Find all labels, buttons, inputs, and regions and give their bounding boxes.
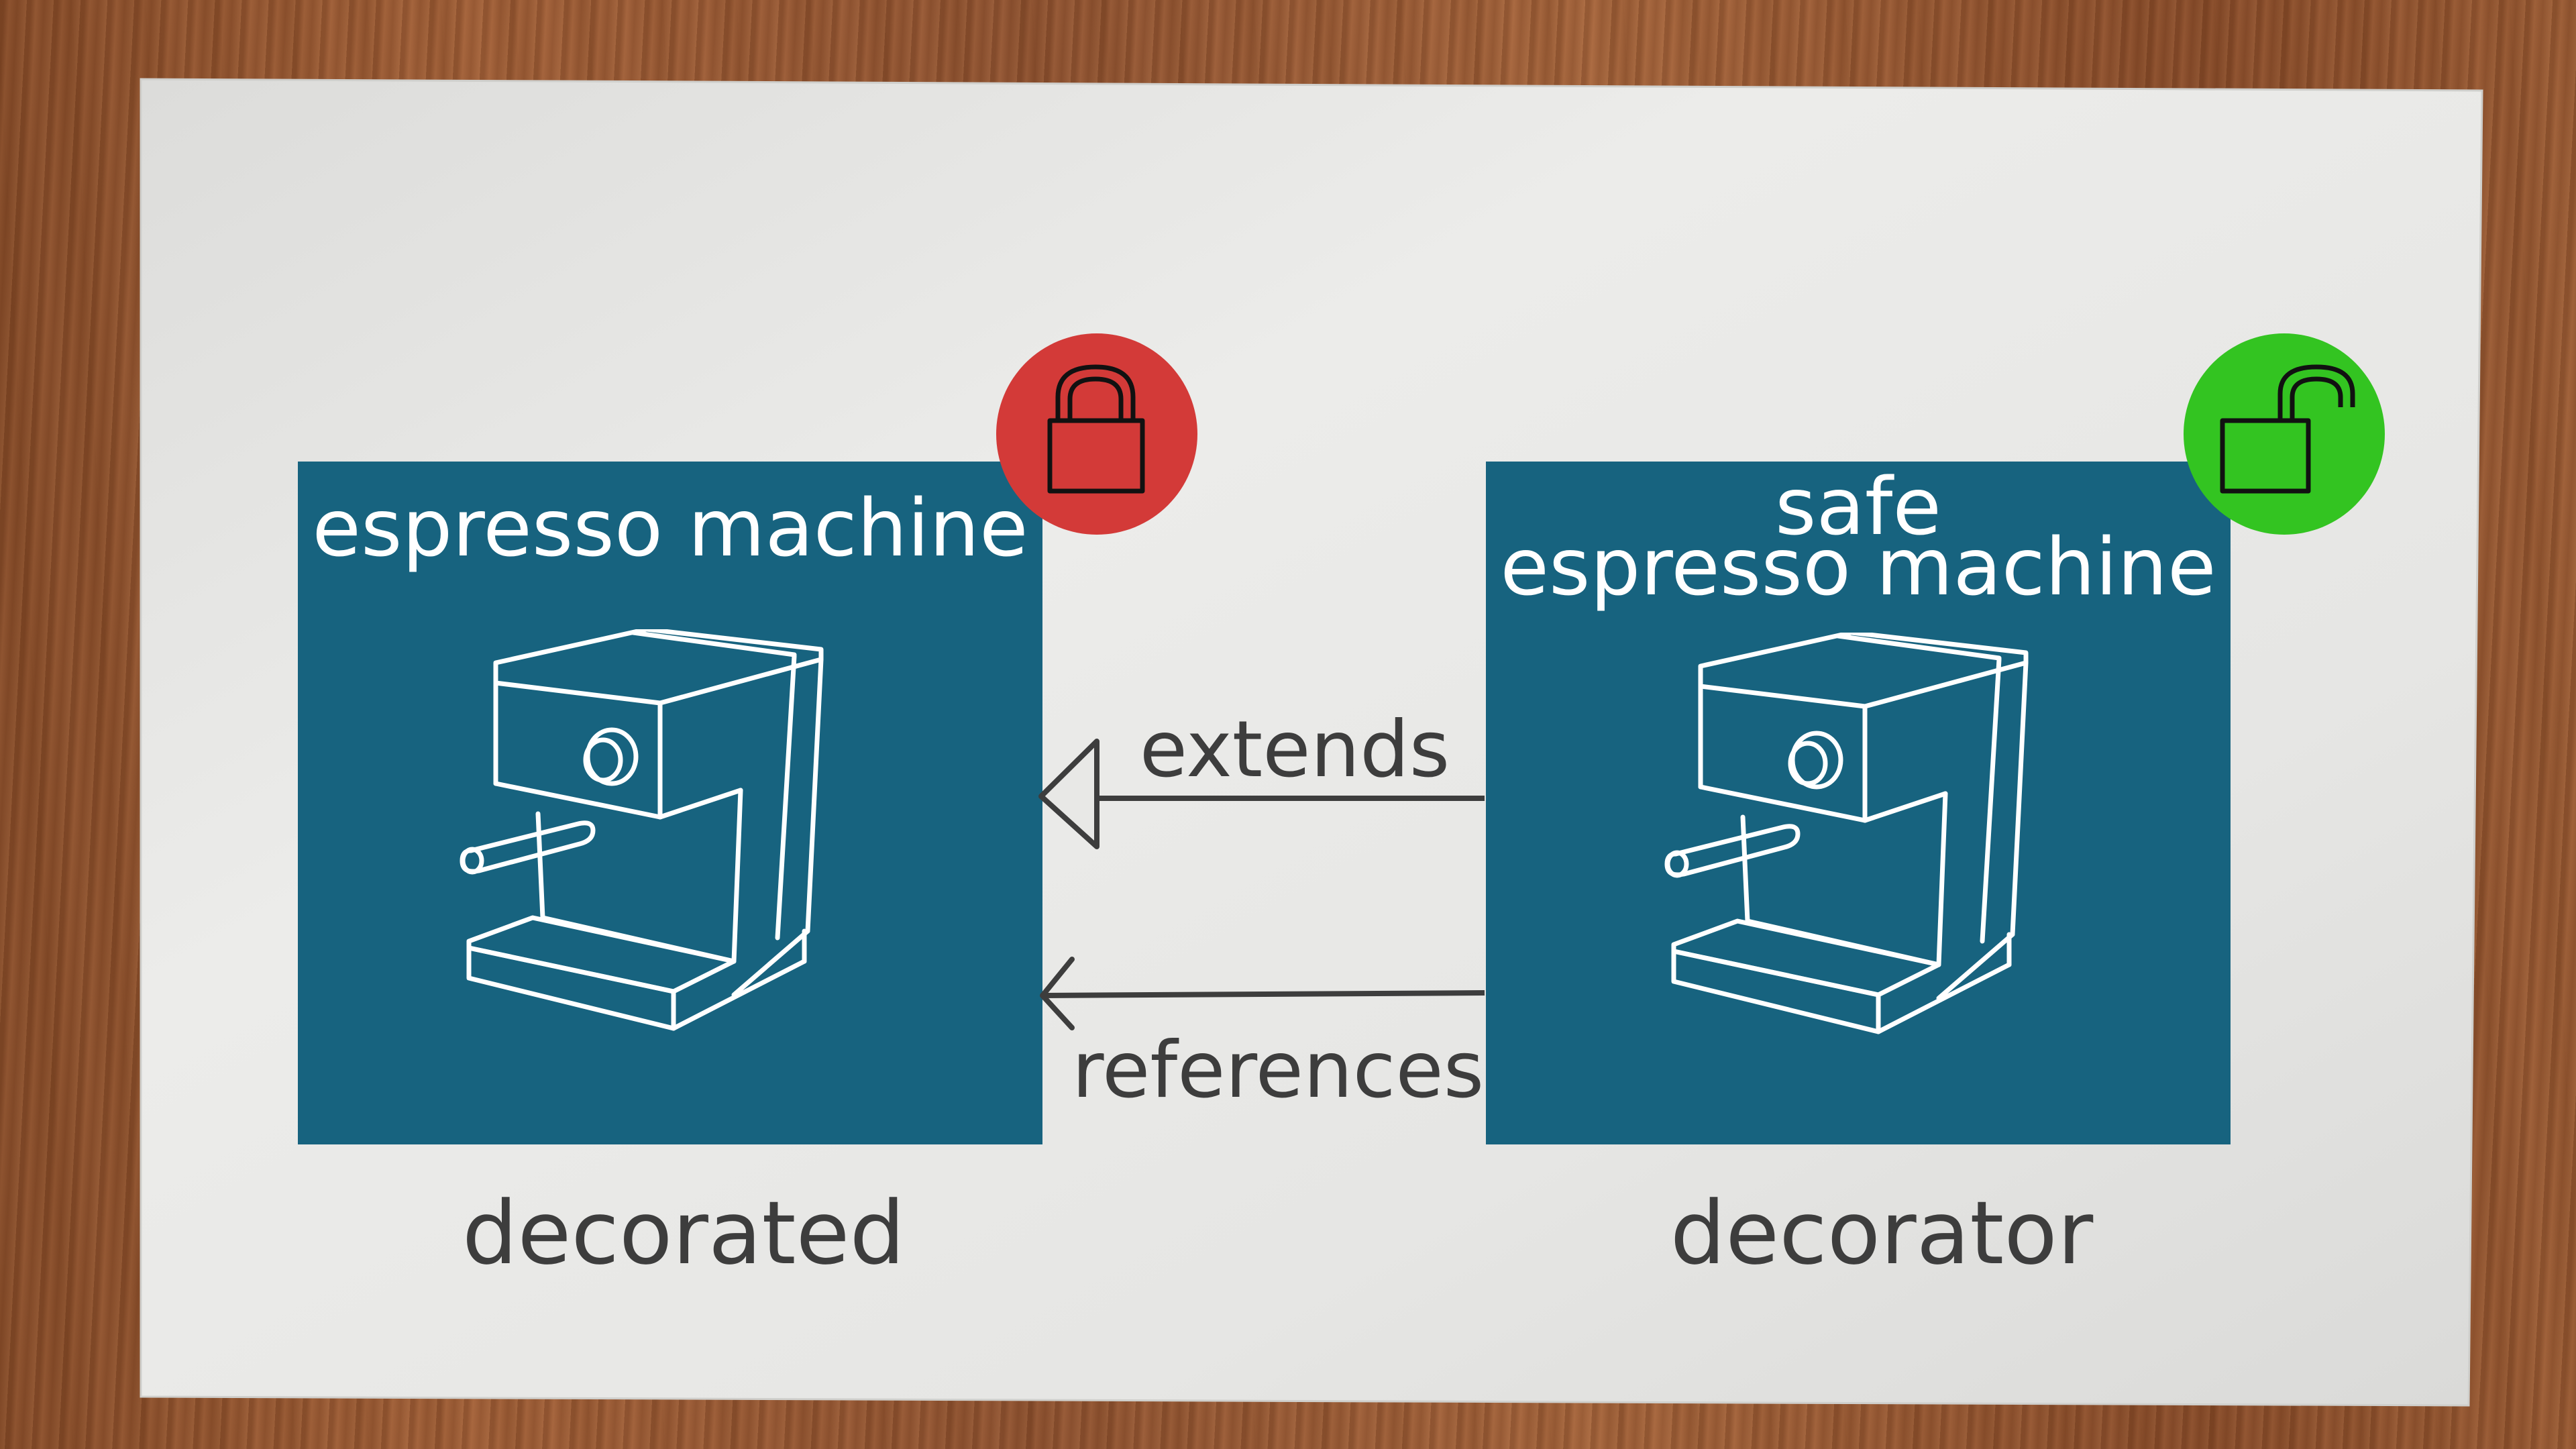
decorated-box: espresso machine	[298, 462, 1042, 1144]
espresso-machine-icon	[1664, 633, 2029, 1034]
decorator-title-line2: espresso machine	[1500, 521, 2216, 613]
decorator-title-line1: safe	[1775, 460, 1941, 553]
decorator-caption: decorator	[1670, 1182, 2094, 1284]
references-label: references	[1071, 1025, 1485, 1116]
decorated-title: espresso machine	[312, 482, 1028, 574]
extends-label: extends	[1139, 704, 1450, 795]
espresso-machine-icon	[460, 629, 824, 1031]
decorator-box: safe espresso machine	[1486, 462, 2231, 1144]
decorated-caption: decorated	[462, 1182, 906, 1284]
locked-badge	[996, 333, 1197, 535]
locked-padlock-icon	[1047, 364, 1145, 494]
unlocked-badge	[2184, 333, 2385, 535]
unlocked-padlock-icon	[2220, 364, 2355, 494]
